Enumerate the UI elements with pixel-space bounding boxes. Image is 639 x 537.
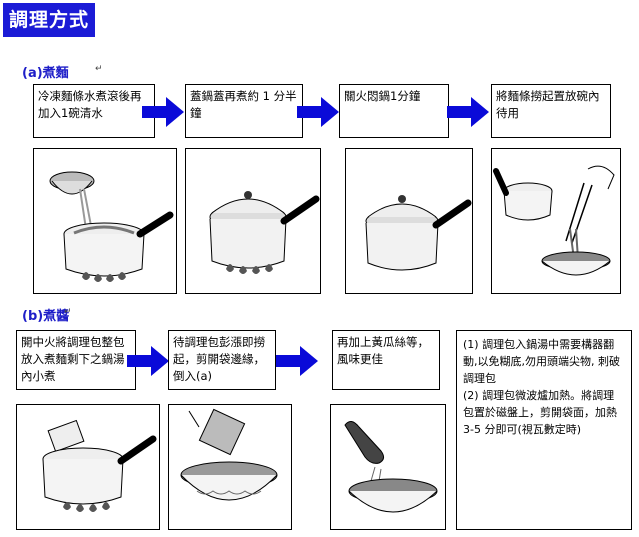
step-a4: 將麵條撈起置放碗內待用 [491, 84, 611, 138]
step-a1: 冷凍麵條水煮滾後再加入1碗清水 [33, 84, 155, 138]
step-b2: 待調理包彭漲即撈起，剪開袋邊緣，倒入(a) [168, 330, 276, 390]
covered-pot-heat-illustration [185, 148, 321, 294]
section-a-label: (a)煮麵 [22, 66, 69, 81]
pour-sauce-illustration [168, 404, 292, 530]
step-b3: 再加上黃瓜絲等，風味更佳 [332, 330, 440, 390]
covered-pot-off-illustration [345, 148, 473, 294]
arrow-right-icon [142, 97, 184, 127]
section-b-label: (b)煮醬 [22, 309, 70, 324]
notes-box: (1) 調理包入鍋湯中需要構器翻動,以免糊底,勿用頭端尖物, 刺破調理包 (2)… [456, 330, 632, 530]
arrow-right-icon [276, 346, 318, 376]
note-1: (1) 調理包入鍋湯中需要構器翻動,以免糊底,勿用頭端尖物, 刺破調理包 [463, 338, 620, 385]
page-title: 調理方式 [3, 3, 95, 37]
packet-in-pot-illustration [16, 404, 160, 530]
step-a2: 蓋鍋蓋再煮約 1 分半鐘 [185, 84, 303, 138]
arrow-right-icon [297, 97, 339, 127]
arrow-right-icon [447, 97, 489, 127]
noodles-to-bowl-illustration [491, 148, 621, 294]
paragraph-mark: ↵ [64, 307, 72, 317]
arrow-right-icon [127, 346, 169, 376]
note-2: (2) 調理包微波爐加熱。將調理包置於磁盤上，剪開袋面，加熱 3-5 分即可(視… [463, 389, 617, 436]
add-cucumber-illustration [330, 404, 446, 530]
step-b1: 開中火將調理包整包放入煮麵剩下之鍋湯內小煮 [16, 330, 136, 390]
paragraph-mark: ↵ [95, 64, 103, 74]
step-a3: 關火悶鍋1分鐘 [339, 84, 449, 138]
pot-boiling-pour-illustration [33, 148, 177, 294]
